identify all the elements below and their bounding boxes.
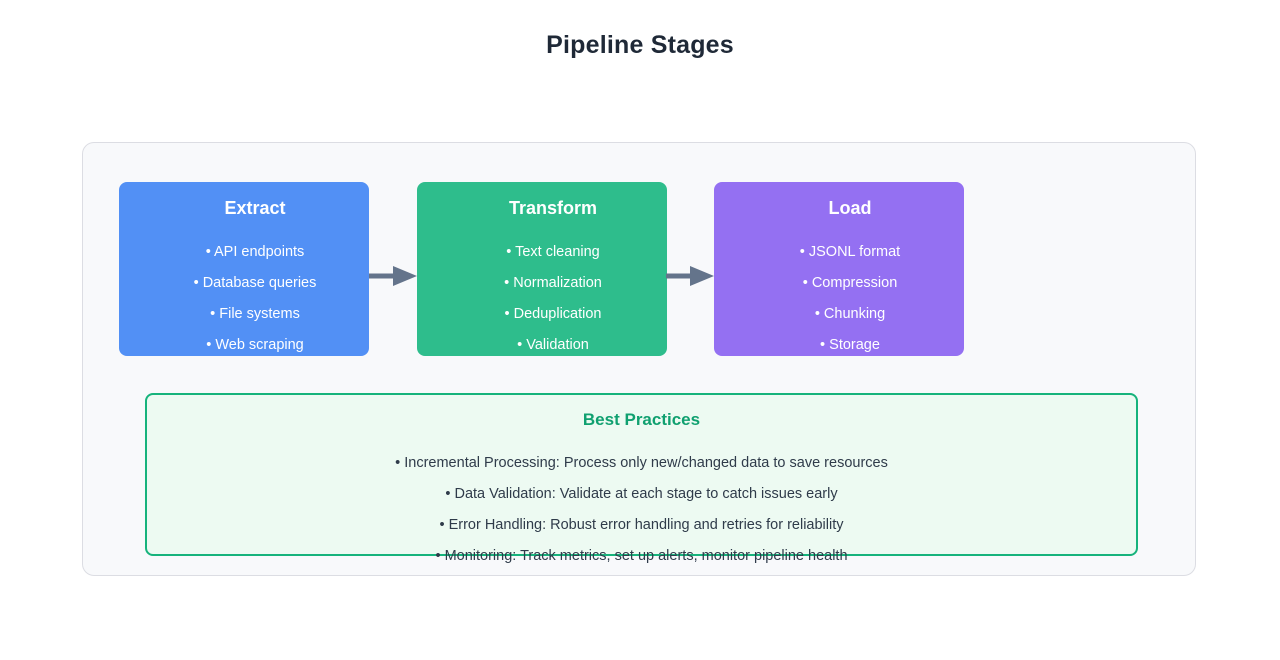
best-practices-item: • Error Handling: Robust error handling … xyxy=(439,517,844,533)
stage-item: • Deduplication xyxy=(504,306,602,322)
stage-item: • Storage xyxy=(820,337,880,353)
pipeline-diagram-panel: Extract • API endpoints • Database queri… xyxy=(82,142,1196,576)
stage-title-transform: Transform xyxy=(508,198,598,218)
stage-item: • Compression xyxy=(802,275,898,291)
best-practices-title: Best Practices xyxy=(582,410,701,429)
arrow-right-icon xyxy=(369,264,417,288)
best-practices-box: Best Practices • Incremental Processing:… xyxy=(145,393,1138,564)
stage-item: • API endpoints xyxy=(205,244,305,260)
stage-item: • Database queries xyxy=(193,275,317,291)
arrow-right-icon xyxy=(666,264,714,288)
stage-item: • Web scraping xyxy=(206,337,304,353)
stage-card-load[interactable]: Load • JSONL format • Compression • Chun… xyxy=(714,182,964,356)
stage-item: • Text cleaning xyxy=(506,244,600,260)
stage-row: Extract • API endpoints • Database queri… xyxy=(83,143,1197,577)
stage-title-load: Load xyxy=(828,198,872,218)
stage-card-transform[interactable]: Transform • Text cleaning • Normalizatio… xyxy=(417,182,667,356)
stage-card-extract[interactable]: Extract • API endpoints • Database queri… xyxy=(119,182,369,356)
page-title: Pipeline Stages xyxy=(546,31,734,59)
stage-item: • File systems xyxy=(210,306,300,322)
stage-item: • Normalization xyxy=(504,275,602,291)
stage-title-extract: Extract xyxy=(224,198,286,218)
stage-item: • Validation xyxy=(517,337,589,353)
best-practices-item: • Incremental Processing: Process only n… xyxy=(395,455,888,471)
stage-item: • JSONL format xyxy=(799,244,901,260)
stage-item: • Chunking xyxy=(814,306,886,322)
best-practices-item: • Monitoring: Track metrics, set up aler… xyxy=(435,548,848,564)
best-practices-item: • Data Validation: Validate at each stag… xyxy=(445,486,838,502)
